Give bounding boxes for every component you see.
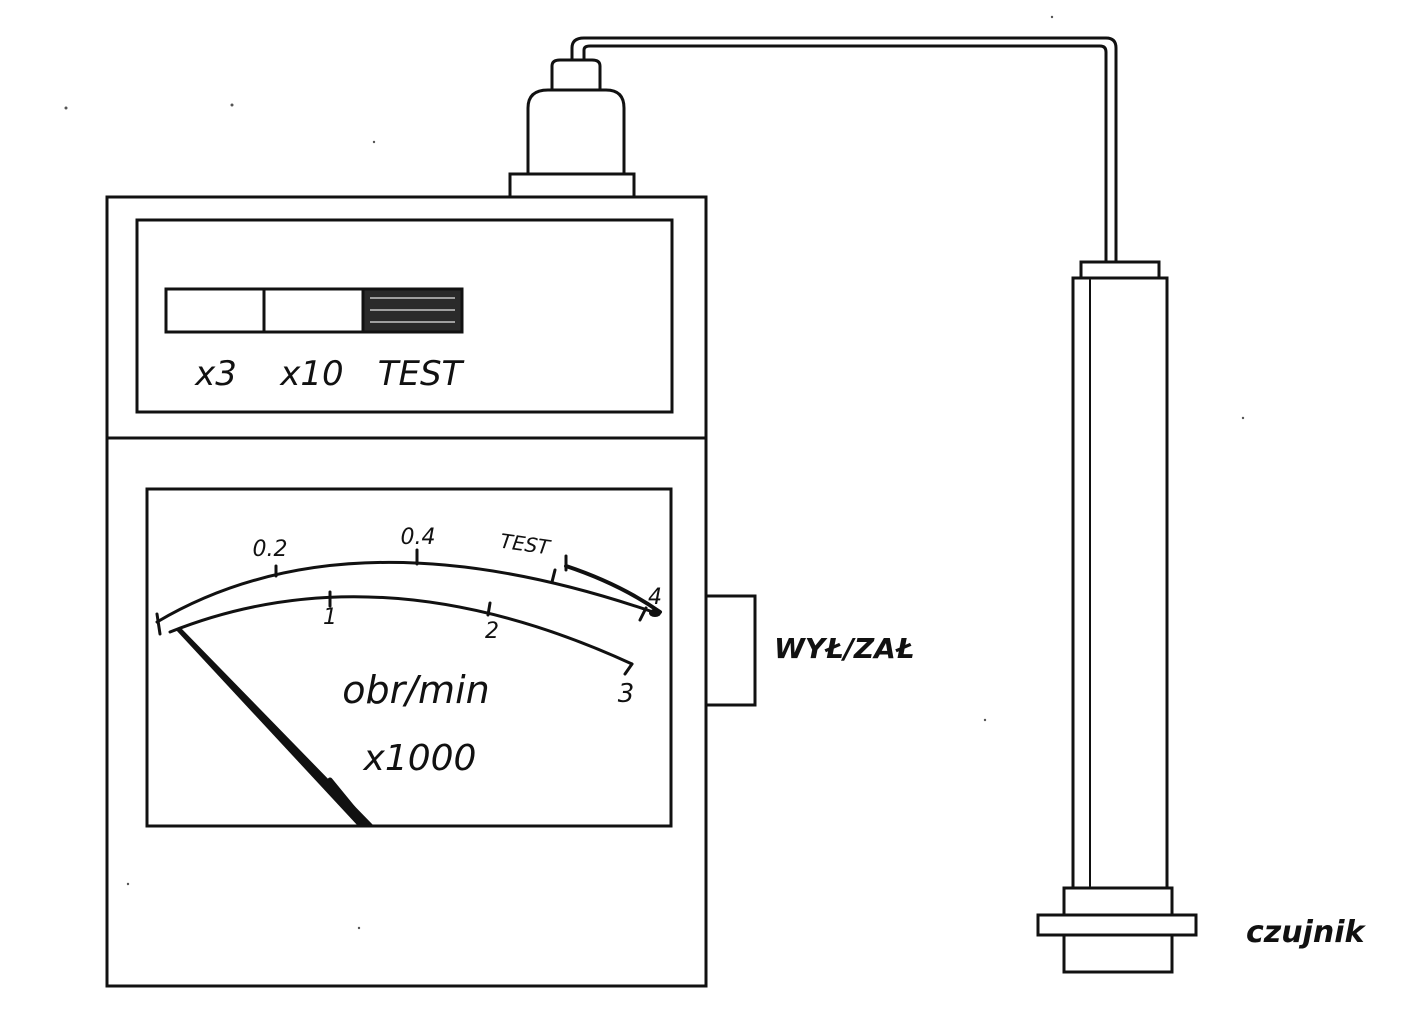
unit-label: obr/min [342, 668, 489, 712]
upper-tick-label-0-4: 0.4 [401, 525, 436, 550]
upper-tick-label-4: 4 [648, 585, 662, 610]
sensor-flange [1036, 913, 1198, 937]
scan-specks [64, 15, 1245, 930]
upper-scale-arc [155, 560, 655, 624]
range-label-x3: x3 [194, 354, 237, 394]
lower-tick-label-3: 3 [618, 679, 635, 709]
multiplier-label: x1000 [363, 738, 477, 779]
meter-needle [176, 627, 374, 826]
lower-scale-arc [168, 595, 634, 666]
range-button-x10[interactable] [262, 287, 365, 334]
power-switch[interactable] [704, 594, 757, 707]
sensor-cable [570, 36, 1118, 264]
power-switch-label: WYŁ/ZAŁ [774, 632, 914, 665]
upper-tick-label-0-2: 0.2 [253, 537, 288, 562]
test-zone-mark [564, 564, 662, 614]
range-button-x3[interactable] [164, 287, 266, 334]
cable-connector [508, 58, 636, 200]
meter-face: 0.2 0.4 TEST 4 1 2 3 obr/min x1000 [145, 487, 673, 828]
range-label-test: TEST [378, 354, 465, 394]
sensor-label: czujnik [1246, 915, 1367, 950]
range-selector-panel: x3 x10 TEST [135, 218, 674, 414]
range-label-x10: x10 [279, 354, 343, 394]
lower-tick-label-1: 1 [323, 605, 337, 630]
sensor-probe [1036, 260, 1198, 974]
lower-tick-label-2: 2 [485, 619, 499, 644]
